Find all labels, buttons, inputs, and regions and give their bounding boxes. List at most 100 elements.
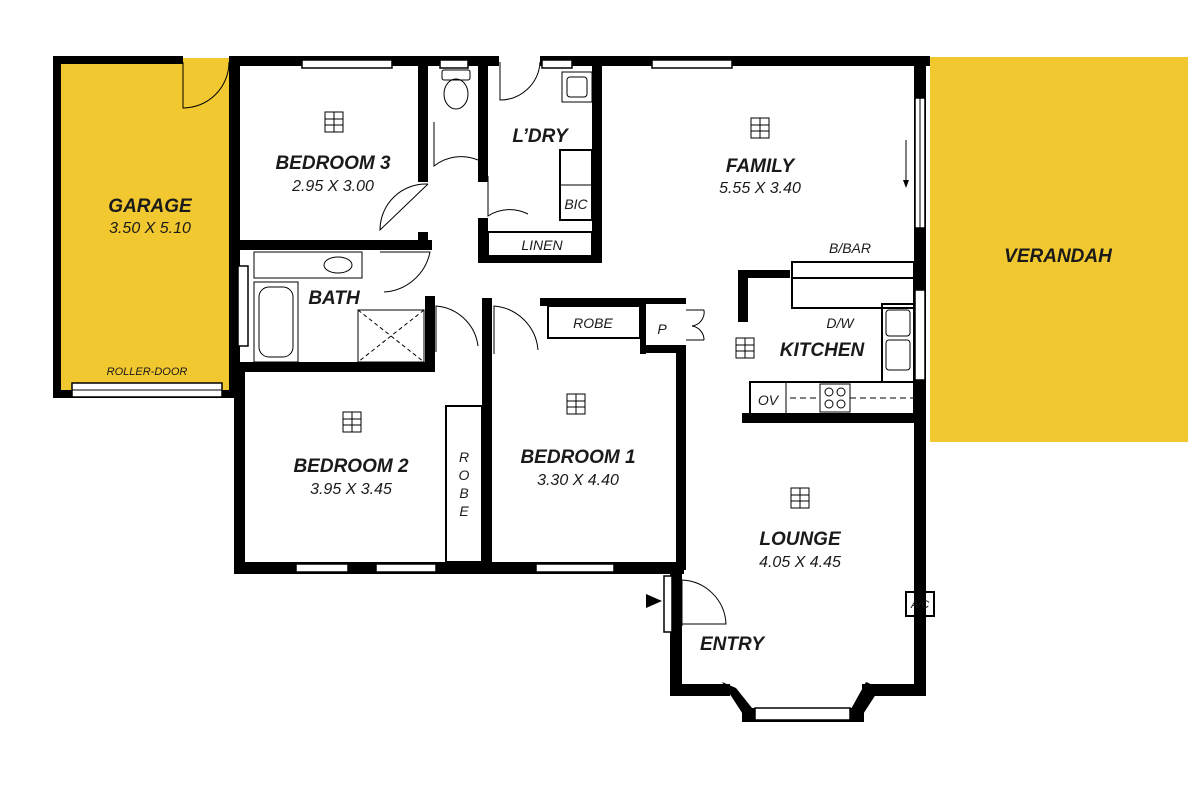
robe2-letter: E (459, 503, 469, 519)
garage-wall-top (53, 56, 183, 64)
wall-bed3-bottom (234, 240, 432, 250)
wall-right-lower (914, 418, 926, 696)
garage-label: GARAGE (108, 196, 193, 217)
light-icon (324, 111, 344, 133)
wall-top-right (540, 56, 930, 66)
wall-bed2-right-stub (418, 232, 428, 250)
wall-bed3-right (418, 62, 428, 182)
door-swing-icon (686, 309, 705, 341)
door-swing-icon (435, 305, 479, 352)
entry-arrow-icon (646, 594, 662, 608)
garage-wall-left (53, 56, 61, 398)
cooktop-icon (819, 383, 851, 413)
bedroom3-label: BEDROOM 3 (275, 153, 391, 174)
bedroom2-label: BEDROOM 2 (293, 456, 409, 477)
wall-kitchen-bottom (742, 413, 922, 423)
light-icon (790, 487, 810, 509)
window-bath (237, 265, 249, 347)
family-dims: 5.55 X 3.40 (719, 180, 801, 197)
light-icon (566, 393, 586, 415)
wall-linen-bottom (478, 255, 602, 263)
door-swing-icon (487, 176, 529, 217)
breakfast-bar (791, 261, 915, 279)
window-toilet (439, 59, 469, 69)
door-swing-icon (182, 61, 230, 109)
garage-area (55, 58, 237, 398)
robe2-letter: R (459, 449, 469, 465)
kitchen-bench-upper (791, 277, 915, 309)
toilet-icon (441, 69, 471, 110)
laundry-label: L’DRY (512, 126, 570, 147)
robe-bedroom2 (445, 405, 483, 563)
bedroom2-dims: 3.95 X 3.45 (310, 481, 392, 498)
ac-label: A/C (910, 599, 929, 611)
door-swing-icon (433, 122, 479, 168)
door-swing-icon (681, 579, 727, 626)
wall-left-upper (229, 56, 240, 396)
door-swing-icon (493, 305, 539, 354)
robe-bedroom1 (547, 305, 641, 339)
light-icon (750, 117, 770, 139)
entry-door (663, 575, 673, 633)
wall-bed1-top (540, 298, 640, 306)
sink-icon (323, 256, 353, 274)
lounge-dims: 4.05 X 4.45 (759, 554, 841, 571)
verandah-area (930, 57, 1188, 442)
lounge-wall-bottom-right (862, 684, 926, 696)
wall-pantry-left (640, 298, 646, 354)
roller-door-label: ROLLER-DOOR (107, 366, 188, 378)
bath-label: BATH (308, 288, 361, 309)
window-bed3 (301, 59, 393, 69)
window-bed1 (535, 563, 615, 573)
window-ldry (541, 59, 573, 69)
verandah-label: VERANDAH (1004, 246, 1113, 267)
wall-pantry-top (640, 298, 686, 304)
bedroom1-dims: 3.30 X 4.40 (537, 472, 619, 489)
sink-icon (885, 309, 911, 371)
wall-bath-bottom (234, 362, 434, 372)
linen-label: LINEN (521, 237, 563, 253)
bic-label: BIC (564, 196, 588, 212)
lounge-label: LOUNGE (759, 529, 842, 550)
bedroom3-dims: 2.95 X 3.00 (291, 178, 374, 195)
entry-wall-left (670, 574, 682, 696)
light-icon (342, 411, 362, 433)
bedroom1-label: BEDROOM 1 (520, 447, 635, 468)
window-kitchen (914, 289, 926, 381)
window-family (651, 59, 733, 69)
wall-kitchen-top (738, 270, 790, 278)
door-swing-icon (499, 61, 541, 101)
wall-bath-right (425, 296, 435, 372)
pantry-label: P (657, 321, 667, 337)
robe1-label: ROBE (573, 315, 613, 331)
vanity (253, 251, 363, 279)
wall-bed1-right (676, 345, 686, 570)
robe2-letter: B (459, 485, 468, 501)
oven-label: OV (758, 392, 780, 408)
family-label: FAMILY (726, 156, 797, 177)
door-swing-icon (380, 251, 431, 293)
bathtub-icon (253, 281, 299, 363)
window-bed2-b (375, 563, 437, 573)
bay-window (754, 707, 851, 721)
wall-bed1-left (482, 298, 492, 568)
lounge-wall-bottom-left (670, 684, 730, 696)
linen-cupboard (487, 231, 593, 257)
wall-ldry-right (592, 62, 602, 262)
wall-left-lower (234, 365, 245, 574)
garage-dims: 3.50 X 5.10 (109, 220, 191, 237)
shower-icon (357, 309, 425, 363)
wall-toilet-right (478, 62, 488, 182)
bbar-label: B/BAR (829, 240, 871, 256)
light-icon (735, 337, 755, 359)
wall-kitchen-left (738, 270, 748, 322)
sink-icon (561, 71, 593, 103)
wall-linen-left (478, 218, 488, 262)
robe2-letter: O (459, 467, 470, 483)
ac-unit (905, 591, 935, 617)
dw-label: D/W (826, 315, 855, 331)
door-swing-icon (379, 183, 429, 232)
entry-label: ENTRY (700, 634, 766, 655)
wall-pantry-bottom (640, 345, 686, 353)
